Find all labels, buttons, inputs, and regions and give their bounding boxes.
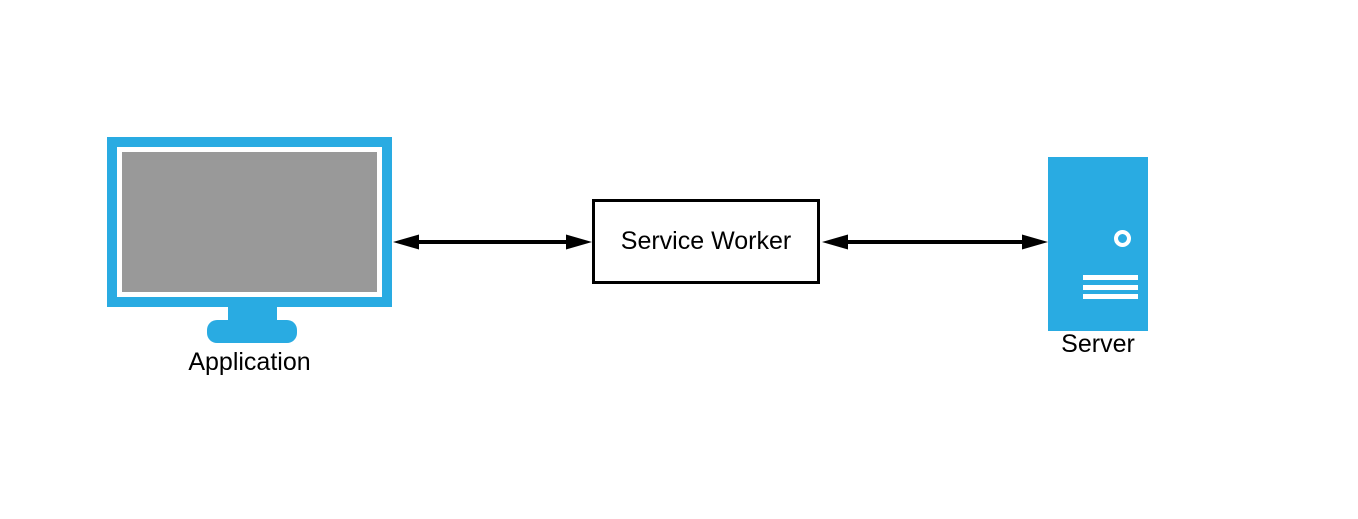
arrow-serviceworker-server xyxy=(822,234,1048,250)
arrow-application-serviceworker xyxy=(393,234,592,250)
monitor-screen xyxy=(117,147,382,297)
server-power-ring-icon xyxy=(1114,230,1131,247)
server-vent-line xyxy=(1083,275,1138,280)
server-icon xyxy=(1048,157,1148,331)
monitor-icon xyxy=(107,137,392,307)
service-worker-label: Service Worker xyxy=(620,227,792,255)
server-vent-line xyxy=(1083,294,1138,299)
application-label: Application xyxy=(188,348,311,376)
monitor-stand-base xyxy=(207,320,297,343)
server-vent-line xyxy=(1083,285,1138,290)
service-worker-box: Service Worker xyxy=(592,199,820,284)
server-label: Server xyxy=(1061,330,1135,358)
